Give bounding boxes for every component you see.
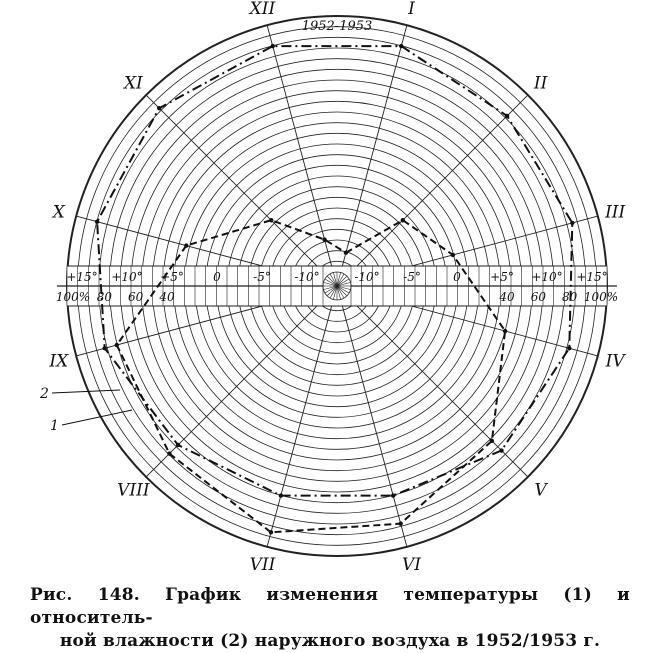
humidity-point: [499, 448, 504, 453]
humidity-point: [570, 220, 575, 226]
temperature-point: [322, 237, 327, 242]
temperature-scale-label: +15°: [66, 270, 97, 284]
temperature-scale-label: +5°: [490, 270, 514, 284]
month-label: X: [51, 202, 66, 222]
month-label: VII: [250, 555, 276, 575]
temperature-point: [489, 438, 495, 444]
temperature-point: [398, 521, 403, 526]
month-label: IV: [605, 352, 627, 372]
month-spoke: [266, 299, 334, 547]
temperature-scale-label: +5°: [160, 270, 184, 284]
humidity-scale-label: 60: [531, 290, 547, 304]
humidity-scale-label: 80: [97, 290, 113, 304]
temperature-scale-label: -10°: [294, 270, 319, 284]
month-label: I: [407, 0, 415, 19]
hub-line: [326, 285, 338, 297]
series-1-leader: [61, 409, 133, 426]
labels-layer: +15° +10° +5° 0 -5° -10° -10° -5° 0 +5° +10° +15° 10…: [39, 0, 626, 575]
hub-line: [336, 273, 345, 287]
hub-line: [336, 278, 350, 287]
temperature-scale-label: +10°: [531, 270, 562, 284]
month-spoke: [346, 94, 529, 277]
hub-line: [326, 275, 338, 287]
figure-caption: Рис. 148. График изменения температуры (…: [30, 584, 630, 653]
month-label: II: [533, 73, 548, 93]
temperature-scale-label: 0: [453, 270, 461, 284]
hub-line: [333, 285, 338, 300]
caption-line-2: ной влажности (2) наружного воздуха в 19…: [59, 631, 601, 651]
month-label: V: [535, 481, 549, 501]
humidity-scale-label: 40: [498, 290, 515, 304]
temperature-point: [502, 328, 508, 334]
hub-line: [336, 285, 345, 299]
humidity-point: [156, 105, 162, 111]
temperature-point: [400, 218, 405, 223]
temperature-point: [114, 342, 119, 348]
humidity-point: [399, 43, 404, 49]
caption-line-1: Рис. 148. График изменения температуры (…: [30, 585, 630, 628]
month-spoke: [145, 295, 328, 478]
month-spoke: [340, 25, 408, 273]
series-2-callout: 2: [39, 386, 49, 402]
temperature-point: [167, 451, 172, 456]
humidity-point: [94, 219, 100, 224]
month-label: XII: [248, 0, 276, 19]
month-label: IX: [48, 352, 69, 372]
humidity-scale-label: 60: [128, 290, 144, 304]
temperature-scale-label: -10°: [354, 270, 379, 284]
hub-line: [336, 285, 341, 300]
humidity-point: [278, 493, 284, 498]
month-spoke: [346, 295, 529, 478]
humidity-scale-label: 100%: [584, 290, 618, 304]
humidity-point: [270, 43, 275, 49]
hub-line: [324, 278, 338, 287]
humidity-scale-label: 80: [562, 290, 578, 304]
humidity-scale-label: 100%: [56, 290, 90, 304]
series-layer: [94, 43, 575, 535]
temperature-point: [268, 530, 274, 535]
temperature-scale-label: -5°: [253, 270, 271, 284]
humidity-point: [102, 346, 107, 351]
hub-line: [323, 285, 338, 290]
humidity-scale-label: 40: [158, 290, 175, 304]
month-spoke: [266, 25, 334, 273]
humidity-point: [504, 113, 510, 119]
polar-chart: +15° +10° +5° 0 -5° -10° -10° -5° 0 +5° +10° +15° 10…: [39, 0, 626, 575]
temperature-scale-label: +15°: [576, 270, 607, 284]
month-spoke: [340, 299, 408, 547]
hub-line: [336, 285, 348, 297]
hub-line: [336, 272, 341, 287]
temperature-point: [184, 243, 189, 248]
temperature-point: [269, 218, 274, 223]
hub-line: [336, 282, 351, 287]
temperature-scale-label: 0: [213, 270, 221, 284]
hub-line: [333, 272, 338, 287]
series-1-callout: 1: [50, 418, 59, 434]
hub-line: [324, 285, 338, 294]
month-label: XI: [122, 73, 143, 93]
hub-line: [323, 282, 338, 287]
temperature-point: [450, 252, 456, 258]
month-label: VIII: [117, 481, 150, 501]
hub-line: [336, 275, 348, 287]
series-2-leader: [51, 389, 121, 394]
humidity-point: [175, 442, 181, 448]
month-spoke: [145, 94, 328, 277]
hub-line: [329, 273, 338, 287]
hub-line: [336, 285, 351, 290]
month-label: III: [604, 202, 625, 222]
humidity-point: [567, 346, 572, 351]
temperature-point: [343, 250, 349, 255]
hub-line: [329, 285, 338, 299]
hub-line: [336, 285, 350, 294]
temperature-scale-label: -5°: [403, 270, 421, 284]
month-label: VI: [402, 555, 421, 575]
temperature-scale-label: +10°: [111, 270, 142, 284]
period-label: 1952-1953: [302, 19, 373, 34]
humidity-point: [390, 493, 396, 498]
